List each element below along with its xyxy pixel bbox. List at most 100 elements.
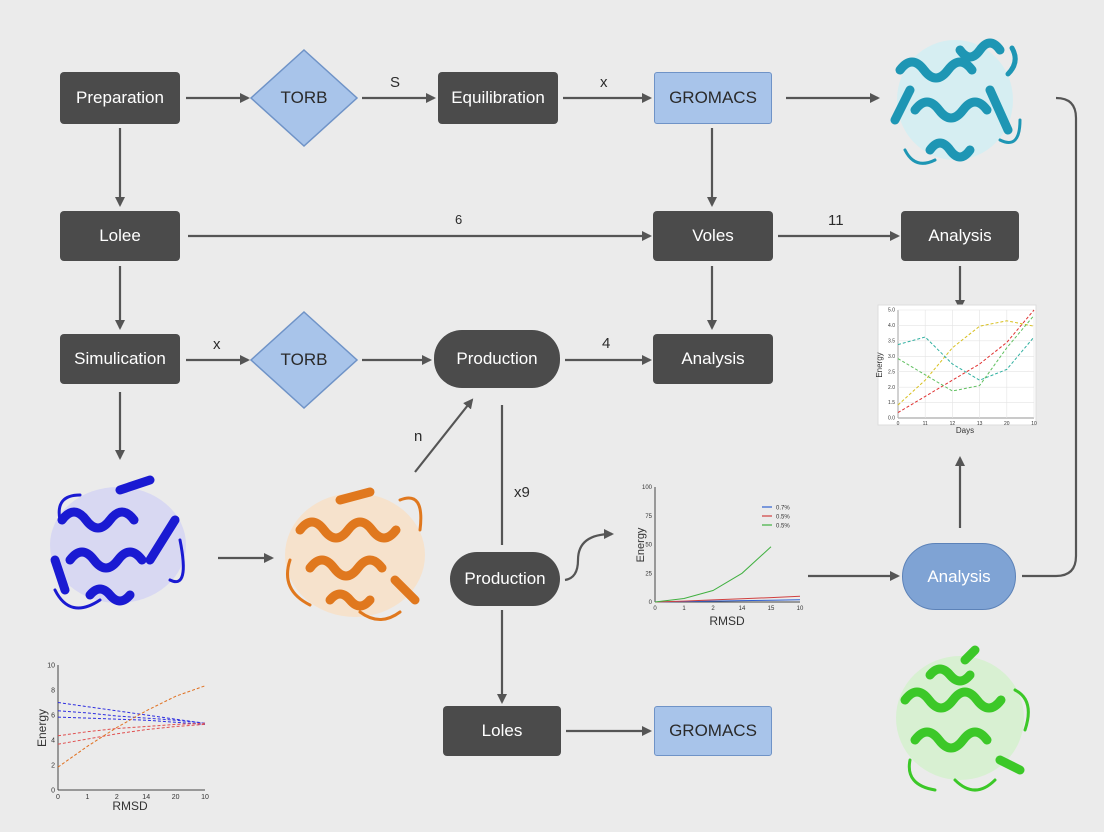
chart-right-plot: 0 11 12 13 20 10 0.0 1.5 2.0 2.5 3.0 3.5 4.0 5.0 [888, 308, 1037, 427]
chart-bottom-left-series-0 [57, 702, 206, 724]
chart-bottom-left-series-5 [57, 685, 206, 768]
node-gromacs-top[interactable]: GROMACS [654, 72, 772, 124]
chart-bottom-left-series-3 [57, 722, 206, 737]
chart-bottom-left-y-tick: 2 [51, 762, 55, 769]
chart-right-x-tick: 12 [950, 421, 956, 427]
chart-middle-x-tick: 15 [768, 606, 775, 612]
chart-middle-y-tick: 50 [645, 543, 652, 549]
chart-bottom-left-y-tick: 10 [47, 662, 55, 669]
chart-middle-series-2 [654, 546, 772, 603]
chart-middle-legend-label: 0.7% [776, 506, 790, 512]
arrow-orange-prod [414, 398, 474, 473]
chart-right-y-tick: 2.5 [888, 369, 895, 375]
green-protein-image [896, 645, 1030, 792]
chart-middle-x-tick: 0 [653, 606, 657, 612]
chart-middle-x-tick: 14 [739, 606, 746, 612]
chart-right-x-tick: 0 [897, 421, 900, 427]
chart-bottom-left-x-tick: 14 [142, 794, 150, 801]
node-equilibration[interactable]: Equilibration [438, 72, 558, 124]
chart-right-y-tick: 4.0 [888, 323, 895, 329]
chart-right-series-3 [897, 315, 1035, 392]
chart-bottom-left-series-4 [57, 723, 206, 745]
chart-middle-legend-label: 0.5% [776, 524, 790, 530]
decision-diamond-mid [249, 310, 359, 410]
chart-middle-x-tick: 2 [711, 606, 715, 612]
connectors [115, 93, 1078, 736]
chart-middle-y-tick: 0 [649, 600, 653, 606]
chart-bottom-left-y-tick: 8 [51, 687, 55, 694]
chart-bottom-left-plot: 0 1 2 14 20 10 0 2 4 6 8 10 [47, 662, 209, 801]
node-simulication[interactable]: Simulication [60, 334, 180, 384]
chart-right-series-1 [897, 320, 1035, 406]
chart-right: 0 11 12 13 20 10 0.0 1.5 2.0 2.5 3.0 3.5 4.0 5.0 Ener… [875, 304, 1037, 435]
node-torb-mid[interactable]: TORB [280, 350, 328, 369]
edge-label-lolee-voles: 6 [455, 212, 463, 227]
chart-middle-legend-label: 0.5% [776, 515, 790, 521]
chart-middle-legend: 0.7% 0.5% 0.5% [762, 506, 790, 530]
chart-middle-x-tick: 1 [682, 606, 686, 612]
node-analysis-blue[interactable]: Analysis [902, 543, 1016, 610]
chart-right-series-2 [897, 336, 1035, 381]
chart-right-x-tick: 10 [1031, 421, 1037, 427]
edge-label-sim-torb: x [213, 336, 221, 353]
chart-bottom-left-series-2 [57, 716, 206, 725]
chart-middle-x-tick: 10 [797, 606, 804, 612]
chart-right-y-tick: 3.5 [888, 339, 895, 345]
chart-bottom-left-x-tick: 10 [201, 794, 209, 801]
chart-middle-y-tick: 25 [645, 571, 652, 577]
chart-right-x-tick: 11 [923, 421, 928, 427]
teal-protein-image [890, 38, 1022, 165]
chart-bottom-left-series-1 [57, 710, 206, 724]
chart-right-ylabel: Energy [875, 352, 884, 377]
edge-label-prod-vertical: x9 [514, 484, 530, 501]
edge-label-orange-prod: n [414, 428, 423, 445]
chart-bottom-left-y-tick: 6 [51, 712, 55, 719]
chart-middle-y-tick: 75 [645, 514, 652, 520]
node-voles[interactable]: Voles [653, 211, 773, 261]
node-production-mid[interactable]: Production [434, 330, 560, 388]
edge-label-equil-gromacs: x [600, 74, 608, 91]
chart-bottom-left-x-tick: 20 [172, 794, 180, 801]
chart-bottom-left: 0 1 2 14 20 10 0 2 4 6 8 10 Energy RMSD [35, 662, 209, 813]
chart-right-frame [877, 304, 1037, 426]
chart-right-xlabel: Days [956, 426, 974, 435]
edge-label-prod-analysis: 4 [602, 335, 611, 352]
chart-bottom-left-y-tick: 0 [51, 787, 55, 794]
node-analysis-right-top[interactable]: Analysis [901, 211, 1019, 261]
chart-right-x-tick: 13 [977, 421, 983, 427]
chart-bottom-left-xlabel: RMSD [112, 799, 148, 813]
chart-right-y-tick: 1.5 [888, 400, 895, 406]
blue-protein-image [50, 475, 186, 610]
chart-bottom-left-x-tick: 1 [85, 794, 89, 801]
node-preparation[interactable]: Preparation [60, 72, 180, 124]
chart-right-y-tick: 2.0 [888, 385, 895, 391]
chart-right-y-tick: 5.0 [888, 308, 895, 314]
edge-label-torb-equil: S [390, 74, 401, 91]
arrow-right-loop [1022, 96, 1078, 578]
chart-middle-xlabel: RMSD [709, 614, 745, 628]
chart-right-y-tick: 0.0 [888, 416, 895, 422]
chart-bottom-left-y-tick: 4 [51, 737, 55, 744]
chart-right-series-0 [897, 309, 1035, 414]
chart-middle-series-1 [654, 595, 801, 603]
chart-bottom-left-ylabel: Energy [35, 709, 49, 747]
arrow-prod-chart [564, 529, 614, 582]
chart-bottom-left-x-tick: 0 [56, 794, 60, 801]
chart-bottom-left-x-tick: 2 [115, 794, 119, 801]
node-gromacs-bottom[interactable]: GROMACS [654, 706, 772, 756]
node-analysis-mid[interactable]: Analysis [653, 334, 773, 384]
node-production-low[interactable]: Production [450, 552, 560, 606]
decision-diamond-top [249, 48, 359, 148]
chart-middle-y-tick: 100 [642, 485, 653, 491]
orange-protein-image [285, 487, 425, 621]
node-torb-top[interactable]: TORB [280, 88, 328, 107]
node-lolee[interactable]: Lolee [60, 211, 180, 261]
chart-right-y-tick: 3.0 [888, 354, 895, 360]
chart-middle-ylabel: Energy [635, 527, 647, 562]
edge-label-voles-analysis: 11 [828, 212, 844, 229]
chart-right-x-tick: 20 [1004, 421, 1010, 427]
node-loles[interactable]: Loles [443, 706, 561, 756]
